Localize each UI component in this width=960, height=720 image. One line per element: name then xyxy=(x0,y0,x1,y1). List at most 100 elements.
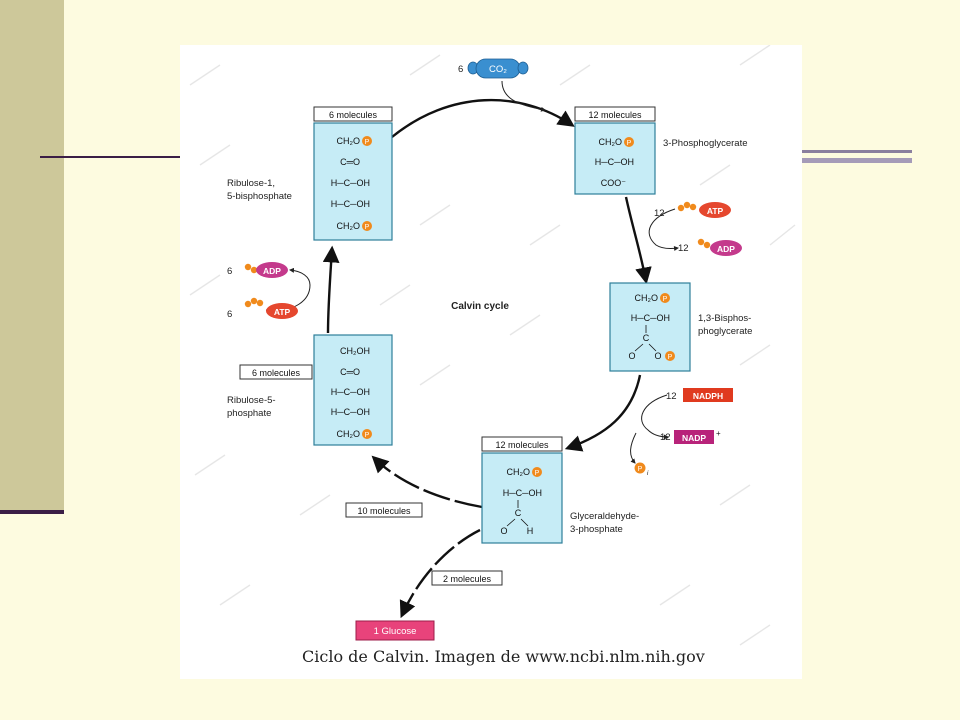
branch-10-molecules: 10 molecules xyxy=(357,506,411,516)
arrow-rubp-to-3pg xyxy=(391,98,575,138)
pi-label: P xyxy=(638,466,643,473)
nadph-icon xyxy=(683,388,733,402)
glucose-label: 1 Glucose xyxy=(374,626,417,637)
arrow-3pg-to-bpg xyxy=(624,196,652,285)
rubp-line-5: CH₂O xyxy=(337,221,361,231)
phosphate-icon xyxy=(660,293,670,303)
slide-side-bar xyxy=(0,0,64,512)
arrow-atp-adp-right xyxy=(648,208,679,251)
slide-rule-right xyxy=(802,150,912,153)
slide-rule-left xyxy=(40,156,182,158)
ribulose-5-phosphate: CH₂OH C═O H─C─OH H─C─OH CH₂O P 6 molecul… xyxy=(227,334,393,446)
arrow-r5p-to-rubp xyxy=(322,245,340,334)
rubp-name-2: 5-bisphosphate xyxy=(227,191,292,202)
3pg-box xyxy=(574,122,656,195)
rubp-line-2: C═O xyxy=(340,157,360,167)
co2-label: CO₂ xyxy=(489,64,507,75)
nadp-count: 12 xyxy=(660,432,671,443)
nadph-nadp: 12 NADPH 12 NADP + P i xyxy=(634,388,733,477)
r5p-name-1: Ribulose-5- xyxy=(227,395,276,406)
glucose-box xyxy=(355,620,435,641)
atp-right-icon xyxy=(699,202,731,218)
atp-left-count: 6 xyxy=(227,309,232,320)
rubp-box xyxy=(313,122,393,241)
g3p-line-5: H xyxy=(527,526,534,536)
bpg-line-2: H─C─OH xyxy=(631,313,670,323)
bpg-line-3: C xyxy=(643,333,650,343)
atp-left-icon xyxy=(266,303,298,319)
bpg-line-1: CH₂O xyxy=(635,293,659,303)
ribulose-bisphosphate: 6 molecules CH₂O C═O H─C─OH H─C─OH CH₂O … xyxy=(227,106,393,241)
arrow-g3p-to-r5p xyxy=(371,455,483,509)
phosphate-symbol: P xyxy=(365,224,370,231)
r5p-box xyxy=(313,334,393,446)
phosphate-symbol: P xyxy=(627,140,632,147)
adp-right-label: ADP xyxy=(717,244,735,254)
adp-left-label: ADP xyxy=(263,266,281,276)
bpg-box xyxy=(609,282,691,372)
co2-bubble-2 xyxy=(517,61,529,75)
3pg-line-3: COO⁻ xyxy=(601,178,627,188)
r5p-count: 6 molecules xyxy=(252,368,301,378)
atp-adp-left: 6 ADP 6 ATP xyxy=(227,262,298,320)
phosphate-symbol: P xyxy=(535,470,540,477)
calvin-cycle-diagram: 6 CO₂ 6 molecules CH₂O C═O H─C─OH H─C─OH… xyxy=(189,45,796,646)
nadp-label: NADP xyxy=(682,433,706,443)
g3p-line-4: O xyxy=(500,526,507,536)
g3p-box xyxy=(481,452,563,544)
nadp-charge: + xyxy=(716,429,721,438)
calvin-cycle-figure: 6 CO₂ 6 molecules CH₂O C═O H─C─OH H─C─OH… xyxy=(180,45,802,679)
rubp-line-3: H─C─OH xyxy=(331,178,370,188)
phosphate-symbol: P xyxy=(365,139,370,146)
branch-2-molecules: 2 molecules xyxy=(443,574,492,584)
rubp-line-4: H─C─OH xyxy=(331,199,370,209)
adp-right-count: 12 xyxy=(678,243,689,254)
g3p-count: 12 molecules xyxy=(495,440,549,450)
figure-caption: Ciclo de Calvin. Imagen de www.ncbi.nlm.… xyxy=(302,647,705,666)
slide-rule-bottom xyxy=(0,510,64,514)
g3p-line-3: C xyxy=(515,508,522,518)
phosphate-symbol: P xyxy=(668,354,673,361)
bisphosphoglycerate: CH₂O H─C─OH C O O P P 1,3-Bisphos- phogl… xyxy=(609,282,752,372)
co2-count: 6 xyxy=(458,64,463,75)
pi-icon xyxy=(634,462,646,474)
arrow-co2-in xyxy=(501,80,546,112)
pi-sub: i xyxy=(647,471,649,477)
atp-right-label: ATP xyxy=(707,206,724,216)
phosphoglycerate: 12 molecules CH₂O H─C─OH COO⁻ P 3-Phosph… xyxy=(574,106,748,195)
rubp-line-1: CH₂O xyxy=(337,136,361,146)
nadph-count: 12 xyxy=(666,391,677,402)
bpg-name-2: phoglycerate xyxy=(698,326,752,337)
phosphate-icon xyxy=(624,137,634,147)
phosphate-icon xyxy=(665,351,675,361)
r5p-line-1: CH₂OH xyxy=(340,346,370,356)
r5p-line-4: H─C─OH xyxy=(331,407,370,417)
phosphate-icon xyxy=(362,136,372,146)
glyceraldehyde-3-phosphate: 12 molecules CH₂O H─C─OH C O H P Glycera… xyxy=(481,436,639,544)
atp-left-label: ATP xyxy=(274,307,291,317)
arrow-g3p-to-glucose xyxy=(399,528,481,619)
bpg-name-1: 1,3-Bisphos- xyxy=(698,313,751,324)
adp-left-icon xyxy=(256,262,288,278)
atp-right-count: 12 xyxy=(654,208,665,219)
g3p-name-2: 3-phosphate xyxy=(570,524,623,535)
phosphate-symbol: P xyxy=(365,432,370,439)
r5p-name-2: phosphate xyxy=(227,408,271,419)
cycle-title: Calvin cycle xyxy=(451,301,509,312)
r5p-line-2: C═O xyxy=(340,367,360,377)
arrow-nadph-nadp xyxy=(641,394,669,440)
arrow-bpg-to-g3p xyxy=(564,374,642,452)
g3p-line-1: CH₂O xyxy=(507,467,531,477)
background-hatch xyxy=(189,45,796,646)
g3p-name-1: Glyceraldehyde- xyxy=(570,511,639,522)
phosphate-symbol: P xyxy=(663,296,668,303)
3pg-line-2: H─C─OH xyxy=(595,157,634,167)
phosphate-icon xyxy=(362,429,372,439)
bpg-line-4: O xyxy=(628,351,635,361)
atp-adp-right: 12 ATP 12 ADP xyxy=(654,201,742,256)
arrow-pi-out xyxy=(630,432,637,464)
nadph-label: NADPH xyxy=(693,391,723,401)
r5p-line-3: H─C─OH xyxy=(331,387,370,397)
3pg-count: 12 molecules xyxy=(588,110,642,120)
rubp-name-1: Ribulose-1, xyxy=(227,178,275,189)
